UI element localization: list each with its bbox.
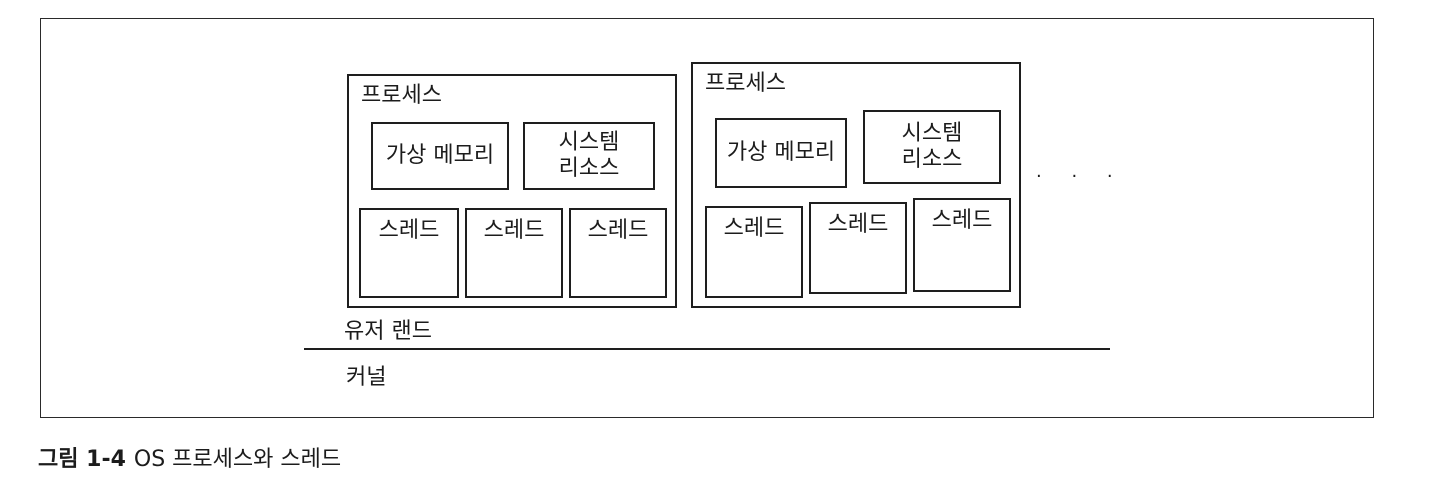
- figure-caption: 그림 1-4 OS 프로세스와 스레드: [38, 446, 341, 474]
- thread-box: 스레드: [809, 202, 907, 294]
- figure-caption-text: OS 프로세스와 스레드: [133, 447, 342, 472]
- system-resource-label-line1: 시스템: [558, 130, 620, 155]
- thread-label: 스레드: [723, 216, 785, 241]
- figure-number: 그림 1-4: [38, 447, 126, 472]
- virtual-memory-box: 가상 메모리: [371, 122, 509, 190]
- thread-label: 스레드: [483, 218, 545, 243]
- kernel-label: 커널: [346, 365, 387, 390]
- system-resource-box: 시스템 리소스: [863, 110, 1001, 184]
- thread-box: 스레드: [569, 208, 667, 298]
- system-resource-label-line1: 시스템: [901, 121, 963, 146]
- thread-box: 스레드: [359, 208, 459, 298]
- user-land-label: 유저 랜드: [344, 319, 432, 344]
- more-processes-ellipsis: · · ·: [1036, 166, 1125, 187]
- thread-label: 스레드: [931, 208, 993, 233]
- thread-label: 스레드: [827, 212, 889, 237]
- process-box-2: 프로세스 가상 메모리 시스템 리소스 스레드 스레드 스레드: [691, 62, 1021, 308]
- thread-box: 스레드: [465, 208, 563, 298]
- virtual-memory-label: 가상 메모리: [385, 143, 495, 168]
- thread-box: 스레드: [705, 206, 803, 298]
- process-title: 프로세스: [705, 71, 786, 96]
- user-kernel-divider: [304, 348, 1110, 350]
- virtual-memory-label: 가상 메모리: [726, 140, 836, 165]
- thread-box: 스레드: [913, 198, 1011, 292]
- system-resource-label-line2: 리소스: [901, 147, 963, 172]
- thread-label: 스레드: [587, 218, 649, 243]
- system-resource-label-line2: 리소스: [558, 156, 620, 181]
- process-title: 프로세스: [361, 83, 442, 108]
- system-resource-box: 시스템 리소스: [523, 122, 655, 190]
- thread-label: 스레드: [378, 218, 440, 243]
- virtual-memory-box: 가상 메모리: [715, 118, 847, 188]
- process-box-1: 프로세스 가상 메모리 시스템 리소스 스레드 스레드 스레드: [347, 74, 677, 308]
